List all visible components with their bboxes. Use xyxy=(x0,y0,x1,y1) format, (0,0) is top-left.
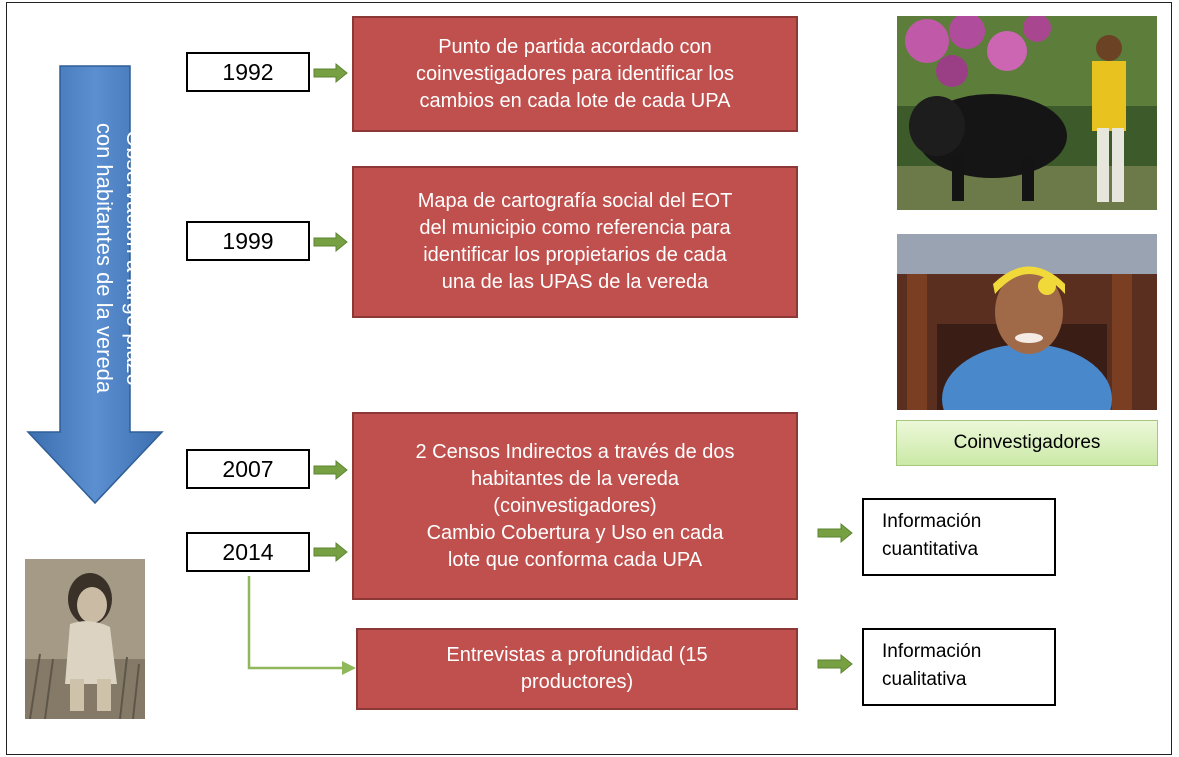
year-2007: 2007 xyxy=(186,449,310,489)
box1-line2: coinvestigadores para identificar los xyxy=(416,62,734,85)
arrow-label-line1: Observación a largo plazo xyxy=(122,130,147,386)
box-punto-de-partida: Punto de partida acordado con coinvestig… xyxy=(352,16,798,132)
box-mapa-cartografia: Mapa de cartografía social del EOT del m… xyxy=(352,166,798,318)
box2-line4: una de las UPAS de la vereda xyxy=(441,271,709,293)
box2-line1: Mapa de cartografía social del EOT xyxy=(417,190,733,212)
connector-arrowhead xyxy=(342,661,356,675)
arrow-to-quant xyxy=(817,522,853,544)
box3-line3: (coinvestigadores) xyxy=(493,494,657,517)
timeline-down-arrow xyxy=(26,65,164,505)
info-cualitativa: Información cualitativa xyxy=(862,628,1056,706)
arrow-2007 xyxy=(313,459,348,481)
photo-man-with-bull-image xyxy=(897,16,1157,210)
photo-man-with-bull xyxy=(897,16,1157,210)
arrow-label: Observación a largo plazo con habitantes… xyxy=(76,84,162,432)
arrow-1992 xyxy=(313,62,348,84)
box1-line3: cambios en cada lote de cada UPA xyxy=(419,89,731,112)
arrow-to-qual xyxy=(817,653,853,675)
photo-woman-image xyxy=(897,234,1157,410)
year-1999: 1999 xyxy=(186,221,310,261)
coinvestigadores-label: Coinvestigadores xyxy=(896,420,1158,466)
diagram-frame xyxy=(6,2,1172,755)
quant-line2: cuantitativa xyxy=(882,539,979,560)
qual-line1: Información xyxy=(882,641,982,662)
photo-woman-coinvestigadora xyxy=(897,234,1157,410)
year-2014: 2014 xyxy=(186,532,310,572)
box-entrevistas: Entrevistas a profundidad (15 productore… xyxy=(356,628,798,710)
box1-line1: Punto de partida acordado con xyxy=(438,35,712,58)
photo-vintage-child-image xyxy=(25,559,145,719)
box3-line4: Cambio Cobertura y Uso en cada xyxy=(426,521,724,544)
year-1992: 1992 xyxy=(186,52,310,92)
arrow-label-line2: con habitantes de la vereda xyxy=(92,122,117,394)
box2-line3: identificar los propietarios de cada xyxy=(423,244,727,266)
info-cuantitativa: Información cuantitativa xyxy=(862,498,1056,576)
qual-line2: cualitativa xyxy=(882,669,967,690)
arrow-2014 xyxy=(313,541,348,563)
box2-line2: del municipio como referencia para xyxy=(419,217,731,239)
photo-vintage-child xyxy=(25,559,145,719)
arrow-1999 xyxy=(313,231,348,253)
quant-line1: Información xyxy=(882,511,982,532)
box3-line1: 2 Censos Indirectos a través de dos xyxy=(415,440,735,463)
box3-line2: habitantes de la vereda xyxy=(471,467,679,490)
box3-line5: lote que conforma cada UPA xyxy=(447,548,703,571)
connector-2014-entrevistas xyxy=(247,576,344,670)
box4-line2: productores) xyxy=(520,671,634,693)
box-censos-indirectos: 2 Censos Indirectos a través de dos habi… xyxy=(352,412,798,600)
box4-line1: Entrevistas a profundidad (15 xyxy=(446,644,708,666)
